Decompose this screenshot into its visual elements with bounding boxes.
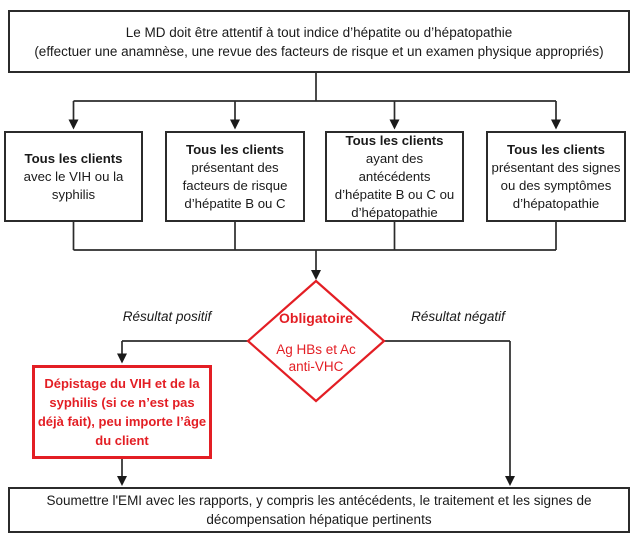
client-box-antecedents: Tous les clients ayant des antécédents d… xyxy=(325,131,464,222)
arrowheads xyxy=(68,119,561,486)
client-box-line: ayant des xyxy=(365,150,424,166)
bottom-submit-box: Soumettre l'EMI avec les rapports, y com… xyxy=(8,487,630,533)
client-box-title: Tous les clients xyxy=(507,141,605,157)
arrowhead-icon xyxy=(389,119,400,130)
client-box-line: présentant des xyxy=(191,159,279,175)
client-box-line: d’hépatopathie xyxy=(512,195,600,211)
decision-line: Ag HBs et Ac xyxy=(276,341,356,357)
client-box-title: Tous les clients xyxy=(345,132,444,148)
bottom-box-line: Soumettre l'EMI avec les rapports, y com… xyxy=(46,493,592,508)
client-box-line: présentant des signes xyxy=(491,159,621,175)
client-box-title: Tous les clients xyxy=(186,141,284,157)
arrowhead-icon xyxy=(311,270,321,280)
client-box-line: d’hépatopathie xyxy=(351,204,438,220)
client-box-line: syphilis xyxy=(51,186,96,202)
top-box-line: Le MD doit être attentif à tout indice d… xyxy=(125,24,513,40)
client-box-title: Tous les clients xyxy=(24,150,123,166)
arrowhead-icon xyxy=(117,476,127,486)
decision-diamond-label: Obligatoire Ag HBs et Ac anti-VHC xyxy=(236,302,396,382)
client-box-facteurs-risque: Tous les clients présentant des facteurs… xyxy=(165,131,305,222)
top-instruction-box: Le MD doit être attentif à tout indice d… xyxy=(8,10,630,73)
connector-segments xyxy=(72,73,557,478)
decision-diamond-shape xyxy=(246,279,386,403)
branch-label-positive: Résultat positif xyxy=(122,309,212,324)
client-box-line: avec le VIH ou la xyxy=(23,168,124,184)
action-box-line: du client xyxy=(95,433,149,448)
action-box-line: Dépistage du VIH et de la xyxy=(44,376,200,391)
client-box-line: ou des symptômes xyxy=(500,177,612,193)
client-box-line: d’hépatite B ou C xyxy=(184,195,286,211)
action-box-depistage: Dépistage du VIH et de la syphilis (si c… xyxy=(32,365,212,459)
action-box-line: déjà fait), peu importe l’âge xyxy=(37,414,207,429)
arrowhead-icon xyxy=(230,119,240,130)
arrowhead-icon xyxy=(117,353,127,364)
arrowhead-icon xyxy=(68,119,79,130)
arrowhead-icon xyxy=(505,476,515,486)
client-box-line: d’hépatite B ou C ou xyxy=(334,186,455,202)
top-box-line: (effectuer une anamnèse, une revue des f… xyxy=(34,43,604,59)
client-box-line: antécédents xyxy=(358,168,431,184)
client-box-signes-symptomes: Tous les clients présentant des signes o… xyxy=(486,131,626,222)
bottom-box-line: décompensation hépatique pertinents xyxy=(206,512,432,527)
client-box-line: facteurs de risque xyxy=(182,177,288,193)
client-box-vih-syphilis: Tous les clients avec le VIH ou la syphi… xyxy=(4,131,143,222)
action-box-line: syphilis (si ce n’est pas xyxy=(49,395,195,410)
branch-label-negative: Résultat négatif xyxy=(411,309,505,324)
arrowhead-icon xyxy=(551,119,561,130)
decision-title: Obligatoire xyxy=(279,309,353,326)
decision-line: anti-VHC xyxy=(288,358,344,374)
